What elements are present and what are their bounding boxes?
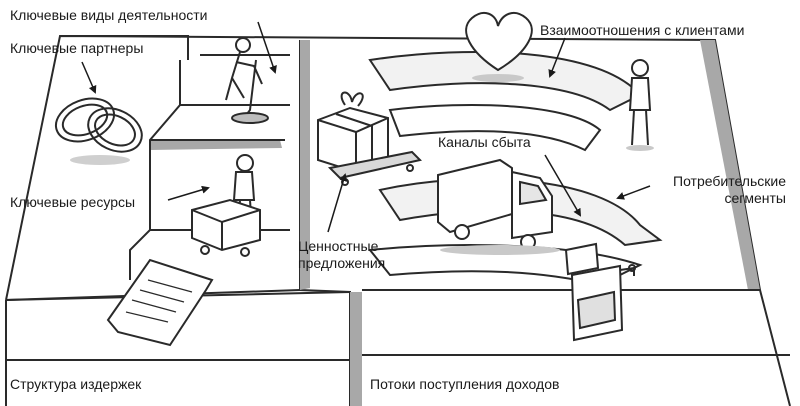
label-customer-segments: Потребительские сегменты [650,173,786,207]
label-customer-relationships: Взаимоотношения с клиентами [540,22,745,38]
label-channels: Каналы сбыта [438,134,531,150]
paper-icon [106,258,214,347]
label-cost-structure: Структура издержек [10,376,142,392]
arrow-channels [544,154,582,217]
arrow-value-propositions [327,173,348,233]
arrow-customer-segments [616,185,651,200]
arrow-customer-relationships [548,37,566,78]
machine-icon [191,198,261,257]
gift-box-icon [317,91,422,186]
board-shadows [150,40,760,406]
label-key-resources: Ключевые ресурсы [10,194,136,210]
label-value-propositions: Ценностные предложения [298,238,385,272]
cash-register-icon [564,242,636,342]
person-icon [626,59,654,151]
label-key-partners: Ключевые партнеры [10,40,144,56]
label-revenue-streams: Потоки поступления доходов [370,376,560,392]
truck-icon [437,158,560,255]
heart-icon [465,11,533,82]
rings-icon [54,97,143,165]
bottom-strip [6,289,790,361]
digging-person-icon [225,37,269,124]
label-value-propositions-line2: предложения [298,255,386,271]
arrow-key-activities [257,21,277,74]
callout-arrows [81,21,651,233]
arrow-key-resources [167,185,210,201]
board-frame [5,34,791,406]
label-customer-segments-line2: сегменты [724,190,786,206]
label-value-propositions-line1: Ценностные [298,238,379,254]
label-key-activities: Ключевые виды деятельности [10,7,208,23]
arrow-key-partners [81,61,97,94]
label-customer-segments-line1: Потребительские [673,173,786,189]
